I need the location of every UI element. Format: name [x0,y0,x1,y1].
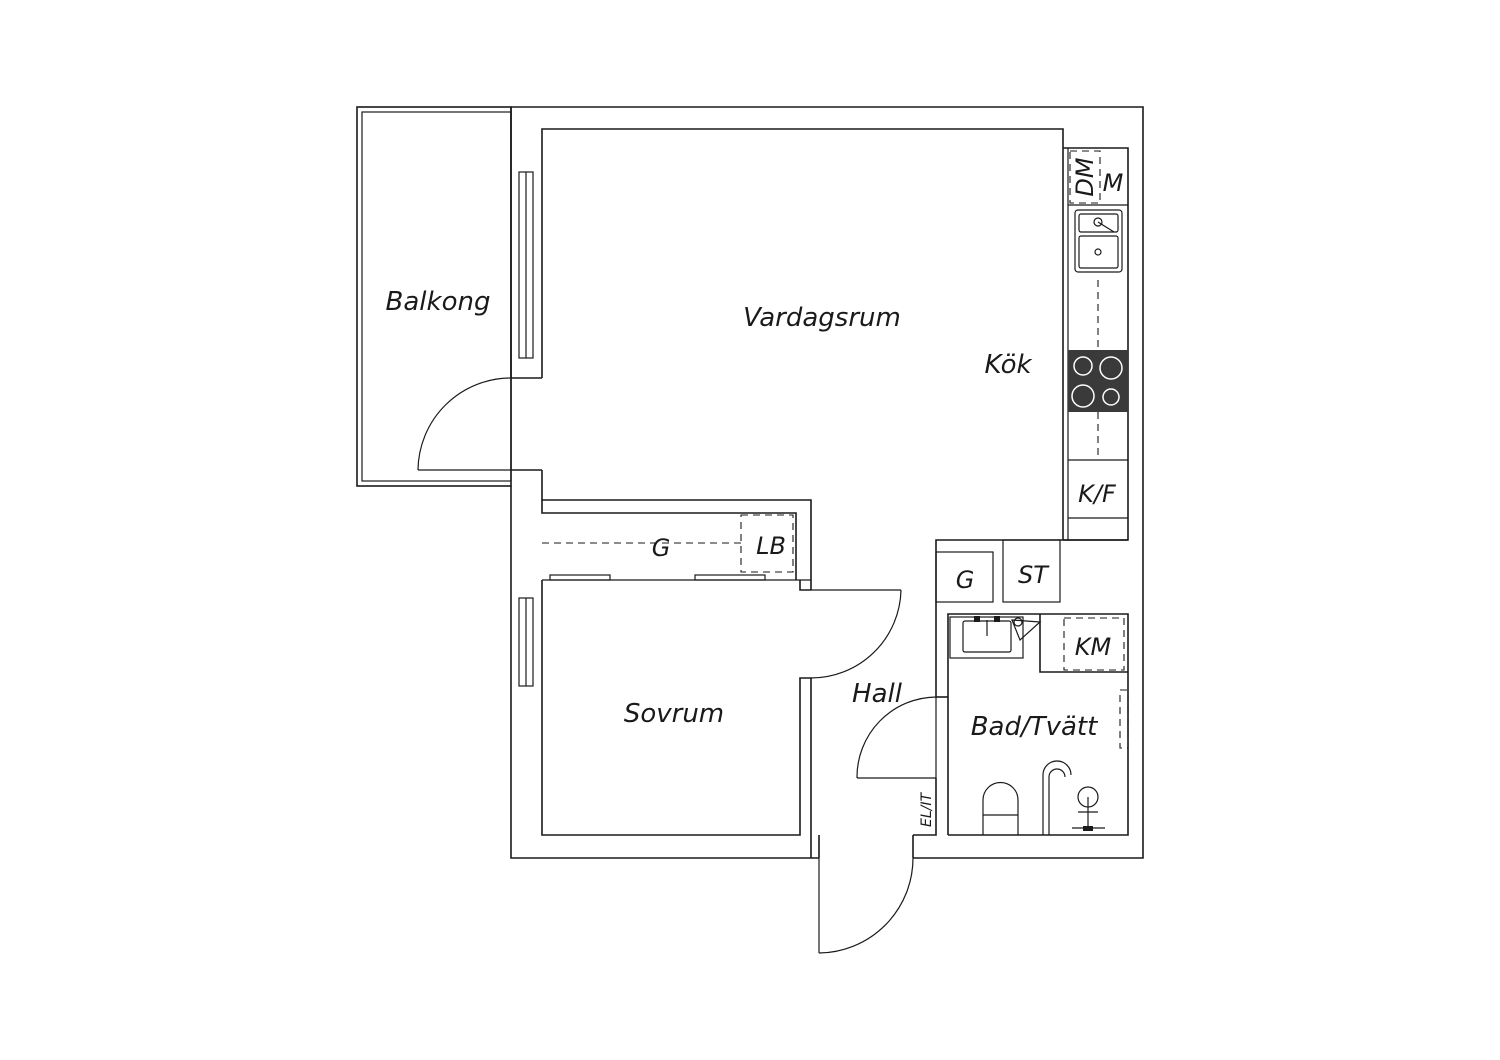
hall-storage [935,539,1128,603]
toilet-icon [982,781,1019,835]
hall-wardrobe-label: G [956,566,975,594]
washing-machine [1039,614,1128,673]
electrical-panel-label: EL/IT [919,792,935,827]
bathroom-door [856,696,937,779]
bathroom-walls [913,602,1129,836]
sink-icon [1074,209,1123,273]
hall-walls [818,835,914,858]
hall-label: Hall [852,679,903,709]
washbasin-icon [949,616,1042,659]
living-room-walls [511,128,1064,590]
microwave-label: M [1103,169,1124,197]
fridge-freezer-label: K/F [1078,480,1117,508]
bedroom-window [518,597,534,687]
living-room-window [518,171,534,359]
bedroom-walls [541,580,812,858]
outer-walls [510,106,1144,859]
bedroom-door [810,589,902,679]
shower-icon [1042,760,1105,835]
balcony-door [417,377,512,471]
kitchen-label: Kök [984,350,1032,380]
bathroom-cabinet [1119,689,1129,749]
balcony-label: Balkong [386,287,491,317]
bedroom-wardrobe [541,500,811,581]
entrance-door [818,857,914,954]
living-room-label: Vardagsrum [743,303,901,333]
bathroom-label: Bad/Tvätt [971,712,1098,742]
linen-closet-label: LB [756,532,786,560]
dishwasher-label: DM [1071,157,1099,196]
bedroom-label: Sovrum [624,699,724,729]
storage-label: ST [1018,561,1050,589]
stove-icon [1068,350,1128,412]
wardrobe-label: G [652,534,671,562]
washing-machine-label: KM [1075,633,1112,661]
